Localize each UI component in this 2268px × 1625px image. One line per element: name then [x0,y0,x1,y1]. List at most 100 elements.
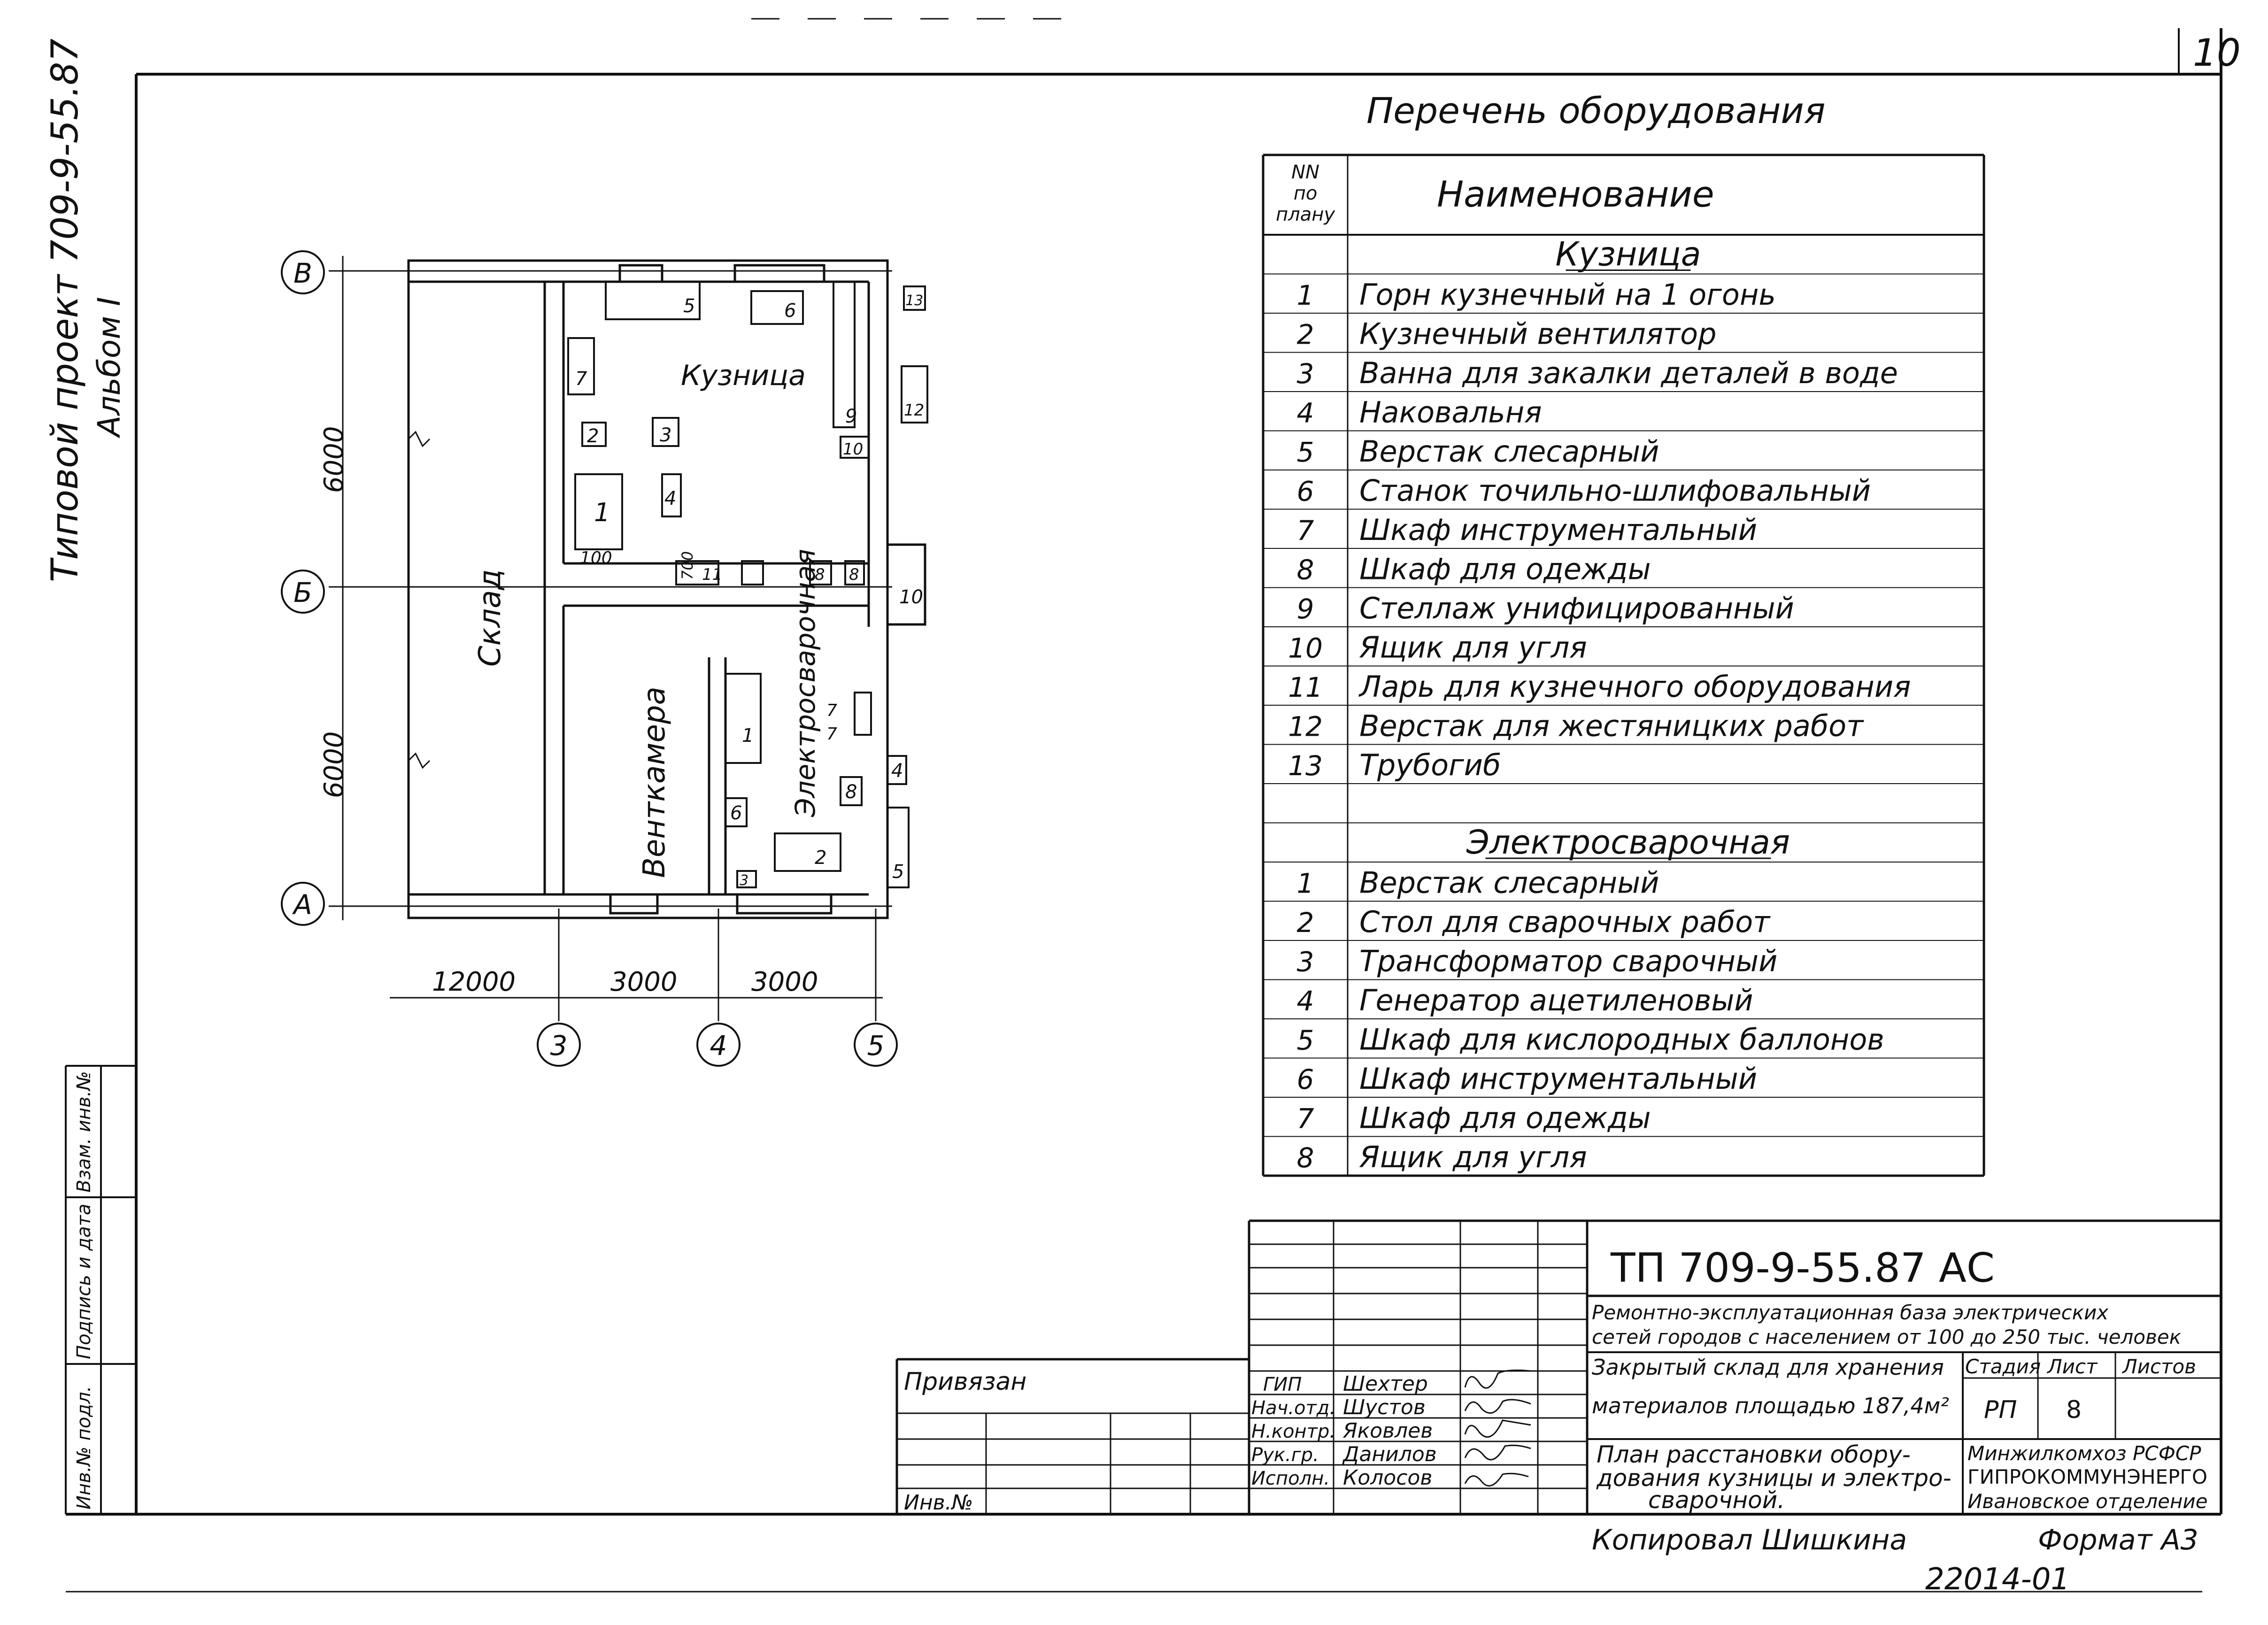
table-row-num: 10 [1288,632,1323,664]
table-row-num: 4 [1297,397,1314,429]
mark-forge-7: 7 [575,368,587,390]
axis-bubble-b [281,570,325,614]
table-row-name: Ящик для угля [1359,1140,1587,1174]
table-row-name: Трансформатор сварочный [1359,944,1777,978]
table-row-num: 3 [1297,946,1314,978]
mark-weld-8: 8 [845,781,857,803]
table-row-name: Шкаф инструментальный [1359,513,1757,547]
corner-sheet-number: 10 [2193,31,2241,75]
dim-100: 100 [580,548,612,568]
table-row-name: Шкаф для кислородных баллонов [1359,1023,1884,1057]
sheet-frame [65,18,2222,1593]
table-row-name: Шкаф инструментальный [1359,1062,1757,1096]
mark-weld-4: 4 [891,760,903,782]
col-header-num: по [1294,183,1318,204]
mark-forge-4: 4 [664,488,676,509]
stamp-stage-label: Стадия [1965,1355,2041,1378]
axis-label-v: В [293,257,312,289]
side-album-text: Альбом I [91,297,127,439]
room-label-vent: Венткамера [637,686,672,878]
table-row-name: Горн кузнечный на 1 огонь [1359,277,1776,312]
table-row-name: Стол для сварочных работ [1359,905,1771,939]
axis-label-5: 5 [867,1030,885,1062]
stamp-sheets-label: Листов [2121,1355,2196,1378]
axis-label-a: А [292,889,312,921]
side-stamp-replace: Взам. инв.№ [73,1071,95,1193]
stamp-bound-label: Привязан [904,1368,1026,1396]
table-row-num: 5 [1297,1024,1314,1056]
axis-label-b: Б [293,577,312,608]
stamp-stage-value: РП [1984,1396,2017,1424]
side-stamp-sign: Подпись и дата [73,1204,95,1359]
axis-bubble-a [281,882,325,926]
floor-plan: В Б А 3 4 5 6000 6000 12000 3000 3000 10… [281,250,928,1067]
room-label-weld: Электросварочная [789,549,821,817]
stamp-title-line3: сварочной. [1648,1486,1785,1514]
mark-weld-3: 3 [740,872,748,889]
title-block [895,1219,2221,1514]
stamp-inv-label: Инв.№ [904,1491,973,1515]
axis-bubble-4 [696,1023,741,1067]
table-row-name: Стеллаж унифицированный [1359,591,1794,625]
mark-forge-10: 10 [843,440,863,459]
table-row-num: 7 [1297,1103,1314,1135]
mark-weld-1: 1 [742,725,754,747]
room-label-store: Склад [473,569,508,667]
dim-vertical-top: 6000 [319,426,349,493]
stamp-sheet-label: Лист [2046,1355,2098,1378]
footer-format: Формат А3 [2038,1524,2199,1556]
dim-12000: 12000 [432,967,516,997]
table-row-num: 11 [1288,671,1323,703]
stamp-org-line2: ГИПРОКОММУНЭНЕРГО [1967,1465,2207,1488]
signatures [1464,1369,1531,1486]
side-stamp-inv: Инв.№ подл. [73,1386,95,1509]
person-name: Шустов [1343,1395,1426,1419]
table-row-name: Трубогиб [1359,748,1501,782]
axis-label-3: 3 [550,1030,568,1062]
table-row-num: 8 [1297,1142,1314,1174]
table-row-name: Ящик для угля [1359,631,1587,665]
mark-forge-13: 13 [905,293,923,309]
mark-weld-6: 6 [730,802,742,824]
table-row-num: 2 [1297,319,1314,351]
equipment-title: Перечень оборудования [1366,90,1826,131]
col-header-num: плану [1276,204,1335,225]
stamp-org-line1: Минжилкомхоз РСФСР [1967,1442,2201,1465]
col-header-num: NN [1291,162,1319,183]
mark-weld-5: 5 [892,861,904,883]
stamp-org-line3: Ивановское отделение [1967,1490,2208,1513]
stamp-title-line1: План расстановки обору- [1597,1441,1911,1468]
table-row-name: Верстак слесарный [1359,434,1659,469]
table-row-name: Верстак слесарный [1359,866,1659,900]
person-role: ГИП [1263,1374,1302,1395]
table-row-num: 9 [1297,593,1314,625]
stamp-code: ТП 709-9-55.87 АС [1610,1245,1995,1292]
table-row-num: 2 [1297,907,1314,939]
dim-700: 700 [679,551,696,580]
dim-3000-a: 3000 [610,967,678,997]
table-row-num: 13 [1288,750,1323,782]
stamp-project-line1: Ремонтно-эксплуатационная база электриче… [1592,1301,2109,1324]
mark-weld-7a: 7 [826,701,837,720]
stamp-object-line2: материалов площадью 187,4м² [1592,1393,1949,1418]
mark-weld-7b: 7 [826,724,837,744]
mark-forge-5: 5 [683,295,695,317]
table-row-num: 6 [1297,476,1314,508]
table-row-num: 1 [1297,868,1314,900]
table-row-name: Генератор ацетиленовый [1359,983,1753,1017]
table-row-num: 12 [1288,711,1323,743]
mark-forge-1: 1 [594,498,610,527]
mark-forge-11: 11 [702,565,722,584]
table-row-name: Ванна для закалки деталей в воде [1359,356,1898,390]
table-section-title: Электросварочная [1466,823,1790,862]
stamp-object-line1: Закрытый склад для хранения [1592,1355,1944,1380]
axis-bubble-v [281,250,325,294]
room-label-forge: Кузница [681,359,806,392]
person-name: Шехтер [1343,1372,1428,1396]
axis-bubble-5 [854,1023,898,1067]
mark-forge-2: 2 [587,425,599,447]
dim-3000-b: 3000 [751,967,818,997]
mark-forge-8b: 8 [849,565,859,584]
